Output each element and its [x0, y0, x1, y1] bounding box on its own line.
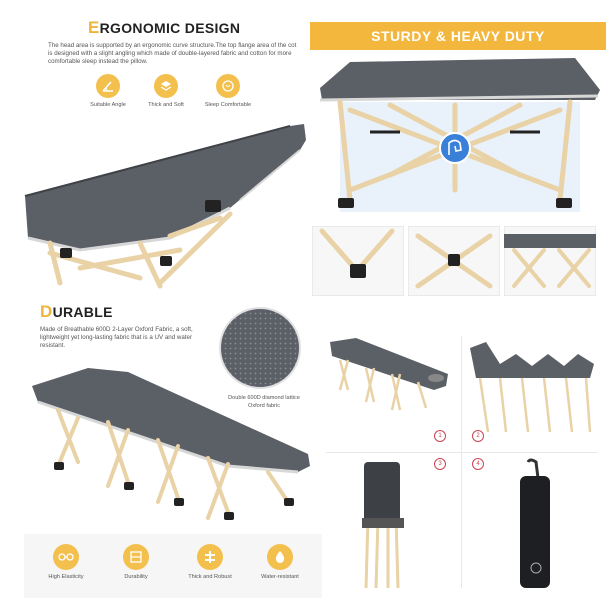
step-4-number: 4 [472, 458, 484, 470]
durable-cot-image [32, 368, 310, 520]
ergonomic-title: ERGONOMIC DESIGN [88, 18, 240, 38]
step-2-image [470, 342, 594, 433]
robust-icon [197, 544, 223, 570]
elasticity-icon [53, 544, 79, 570]
step-1-number: 1 [434, 430, 446, 442]
durability-icon [123, 544, 149, 570]
layers-icon [154, 74, 178, 98]
step-3-image [362, 462, 404, 589]
durable-title-initial: D [40, 302, 53, 321]
feature-label: Durability [124, 574, 148, 580]
step-1-image [330, 338, 448, 411]
step-3-number: 3 [434, 458, 446, 470]
fabric-caption: Double 600D diamond lattice Oxford fabri… [228, 395, 300, 409]
steps-horizontal-divider [326, 452, 598, 453]
detail-thumb-side [504, 226, 596, 296]
sleep-icon [216, 74, 240, 98]
feature-label: Sleep Comfortable [204, 102, 252, 108]
feature-durability: Durability [106, 544, 166, 580]
step-2-number: 2 [472, 430, 484, 442]
step-4-image [520, 458, 550, 588]
feature-sleep-comfortable: Sleep Comfortable [198, 74, 258, 108]
ergonomic-cot-image [24, 124, 306, 289]
ergonomic-title-rest: RGONOMIC DESIGN [99, 20, 241, 36]
feature-label: Thick and Robust [188, 574, 232, 580]
detail-thumb-foot [312, 226, 404, 296]
detail-thumb-joint [408, 226, 500, 296]
water-icon [267, 544, 293, 570]
feature-thick-soft: Thick and Soft [136, 74, 196, 108]
feature-label: Suitable Angle [90, 102, 126, 108]
sturdy-banner: STURDY & HEAVY DUTY [310, 22, 606, 50]
feature-suitable-angle: Suitable Angle [78, 74, 138, 108]
durable-title: DURABLE [40, 302, 113, 322]
logo-icon [530, 562, 542, 574]
angle-icon [96, 74, 120, 98]
ergonomic-title-initial: E [88, 18, 100, 37]
feature-label: High Elasticity [48, 574, 84, 580]
sturdy-cot-image [310, 50, 606, 218]
steps-vertical-divider [461, 336, 462, 588]
feature-label: Thick and Soft [148, 102, 184, 108]
durable-description: Made of Breathable 600D 2-Layer Oxford F… [40, 326, 193, 349]
ergonomic-description: The head area is supported by an ergonom… [48, 42, 297, 65]
strength-icon [448, 139, 462, 155]
durable-title-rest: URABLE [52, 304, 113, 320]
feature-high-elasticity: High Elasticity [36, 544, 96, 580]
feature-thick-robust: Thick and Robust [180, 544, 240, 580]
fabric-swatch-image [219, 307, 301, 389]
feature-label: Water-resistant [261, 574, 299, 580]
feature-water-resistant: Water-resistant [250, 544, 310, 580]
